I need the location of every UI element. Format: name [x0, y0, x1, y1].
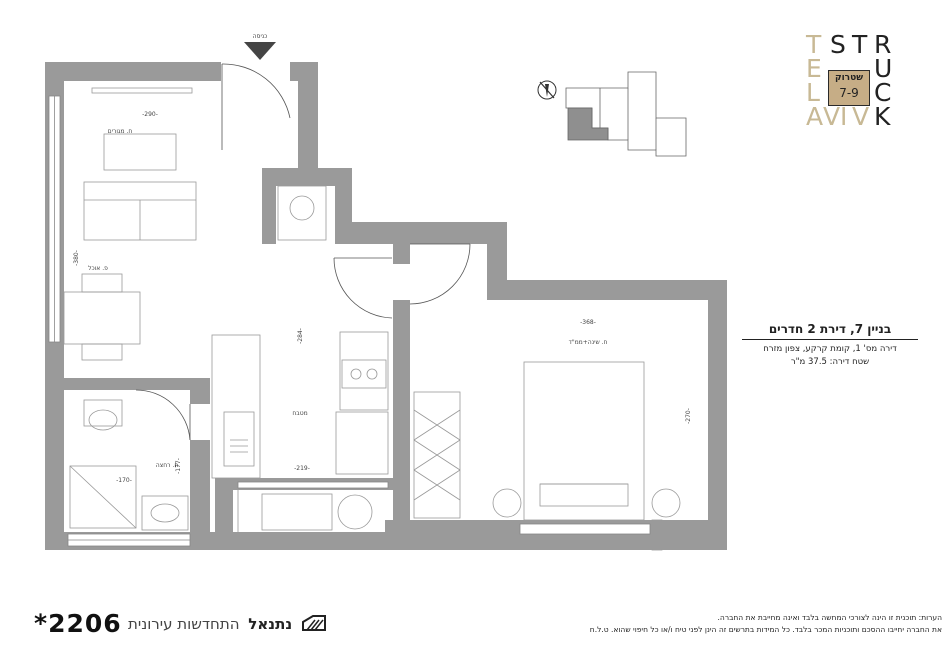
plan-code: *2206 [34, 609, 122, 638]
street-badge: שטרוק 7-9 [828, 70, 870, 106]
logo-letter: T [806, 30, 822, 59]
dim-bath-width: -170- [116, 477, 132, 484]
logo-letter: V [852, 102, 870, 131]
entrance-arrow [244, 42, 276, 60]
logo-letter: V [823, 102, 841, 131]
apartment-info: בניין 7, דירת 2 חדרים דירה מס' 1, קומת ק… [742, 322, 918, 369]
logo-letter: K [874, 102, 891, 131]
logo-letter: A [806, 102, 824, 131]
dim-bedroom-depth: -270- [685, 408, 692, 424]
room-label-bathroom: ח. רחצה [156, 462, 179, 469]
entrance-door [221, 63, 291, 150]
bedroom-door [333, 243, 471, 319]
kitchen-fixtures [211, 331, 389, 479]
developer-tagline: התחדשות עירונית [128, 615, 240, 633]
apartment-area: שטח דירה: 37.5 מ"ר [790, 357, 870, 367]
washer-niche [263, 185, 327, 241]
compass-icon [537, 80, 557, 100]
logo-letter: T [852, 30, 868, 59]
dim-living-width: -290- [142, 111, 158, 118]
project-logo: T S T R E U L C A V I V K שטרוק 7-9 [806, 32, 898, 132]
logo-letter: L [806, 78, 820, 107]
bathroom-fixtures [69, 399, 189, 531]
developer-logo-icon [301, 615, 326, 631]
apartment-title: בניין 7, דירת 2 חדרים [742, 322, 918, 340]
balcony [237, 490, 373, 532]
disclaimer-notes: הערות: תוכנית זו הינה לצורכי המחשה בלבד … [422, 612, 942, 636]
logo-letter: I [840, 102, 848, 131]
notes-line: הערות: תוכנית זו הינה לצורכי המחשה בלבד … [717, 613, 942, 622]
entrance-label: כניסה [253, 33, 268, 40]
developer-logo: נתנאל התחדשות עירונית [128, 612, 327, 633]
dim-kitchen-width: -219- [294, 465, 310, 472]
apartment-details: דירה מס' 1, קומת קרקע, צפון מזרח [763, 344, 897, 354]
dim-kitchen-depth: -284- [297, 328, 304, 344]
room-label-living: ח. מגורים [108, 128, 133, 135]
room-label-kitchen: מטבח [292, 410, 307, 417]
dim-bath-depth: -177- [175, 458, 182, 474]
room-label-bedroom: ח. שינה+ממ"ד [569, 339, 608, 346]
street-number: 7-9 [839, 86, 859, 100]
dim-living-depth: -380- [73, 250, 80, 266]
dim-bedroom-width: -368- [580, 319, 596, 326]
street-name: שטרוק [834, 73, 864, 83]
bedroom-furniture [413, 361, 681, 551]
key-plan [565, 71, 687, 157]
logo-letter: U [874, 54, 893, 83]
logo-letter: C [874, 78, 892, 107]
developer-name: נתנאל [248, 615, 293, 633]
bathroom-door [135, 389, 191, 441]
living-furniture [63, 87, 197, 361]
windows [48, 95, 651, 547]
logo-letter: E [806, 54, 822, 83]
notes-line: את החברה יחייבו ההסכם ותוכניות המכר בלבד… [589, 625, 942, 634]
room-label-dining: פ. אוכל [88, 265, 108, 272]
logo-letter: S [830, 30, 846, 59]
logo-letter: R [874, 30, 892, 59]
